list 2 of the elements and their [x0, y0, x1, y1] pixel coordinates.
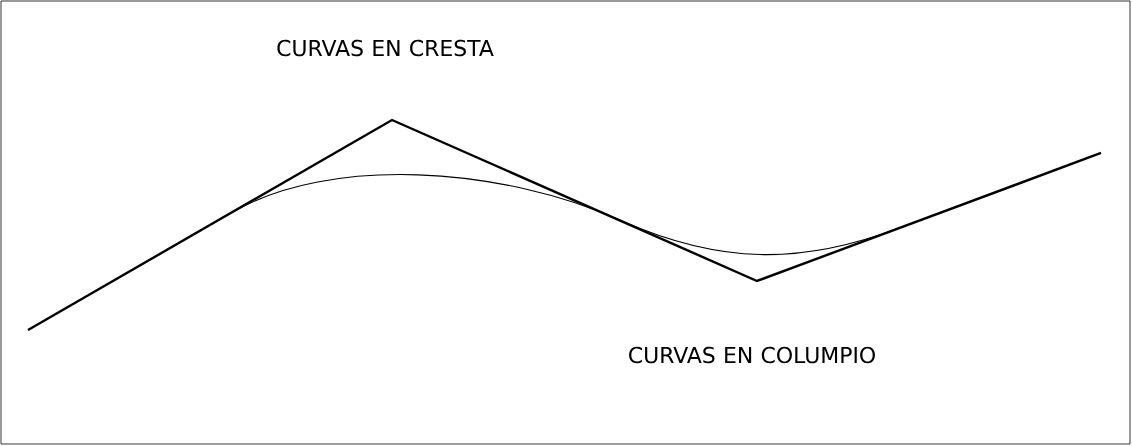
curve-label: CURVAS EN COLUMPIO: [629, 346, 875, 364]
curve-label: CURVAS EN CRESTA: [277, 39, 494, 57]
